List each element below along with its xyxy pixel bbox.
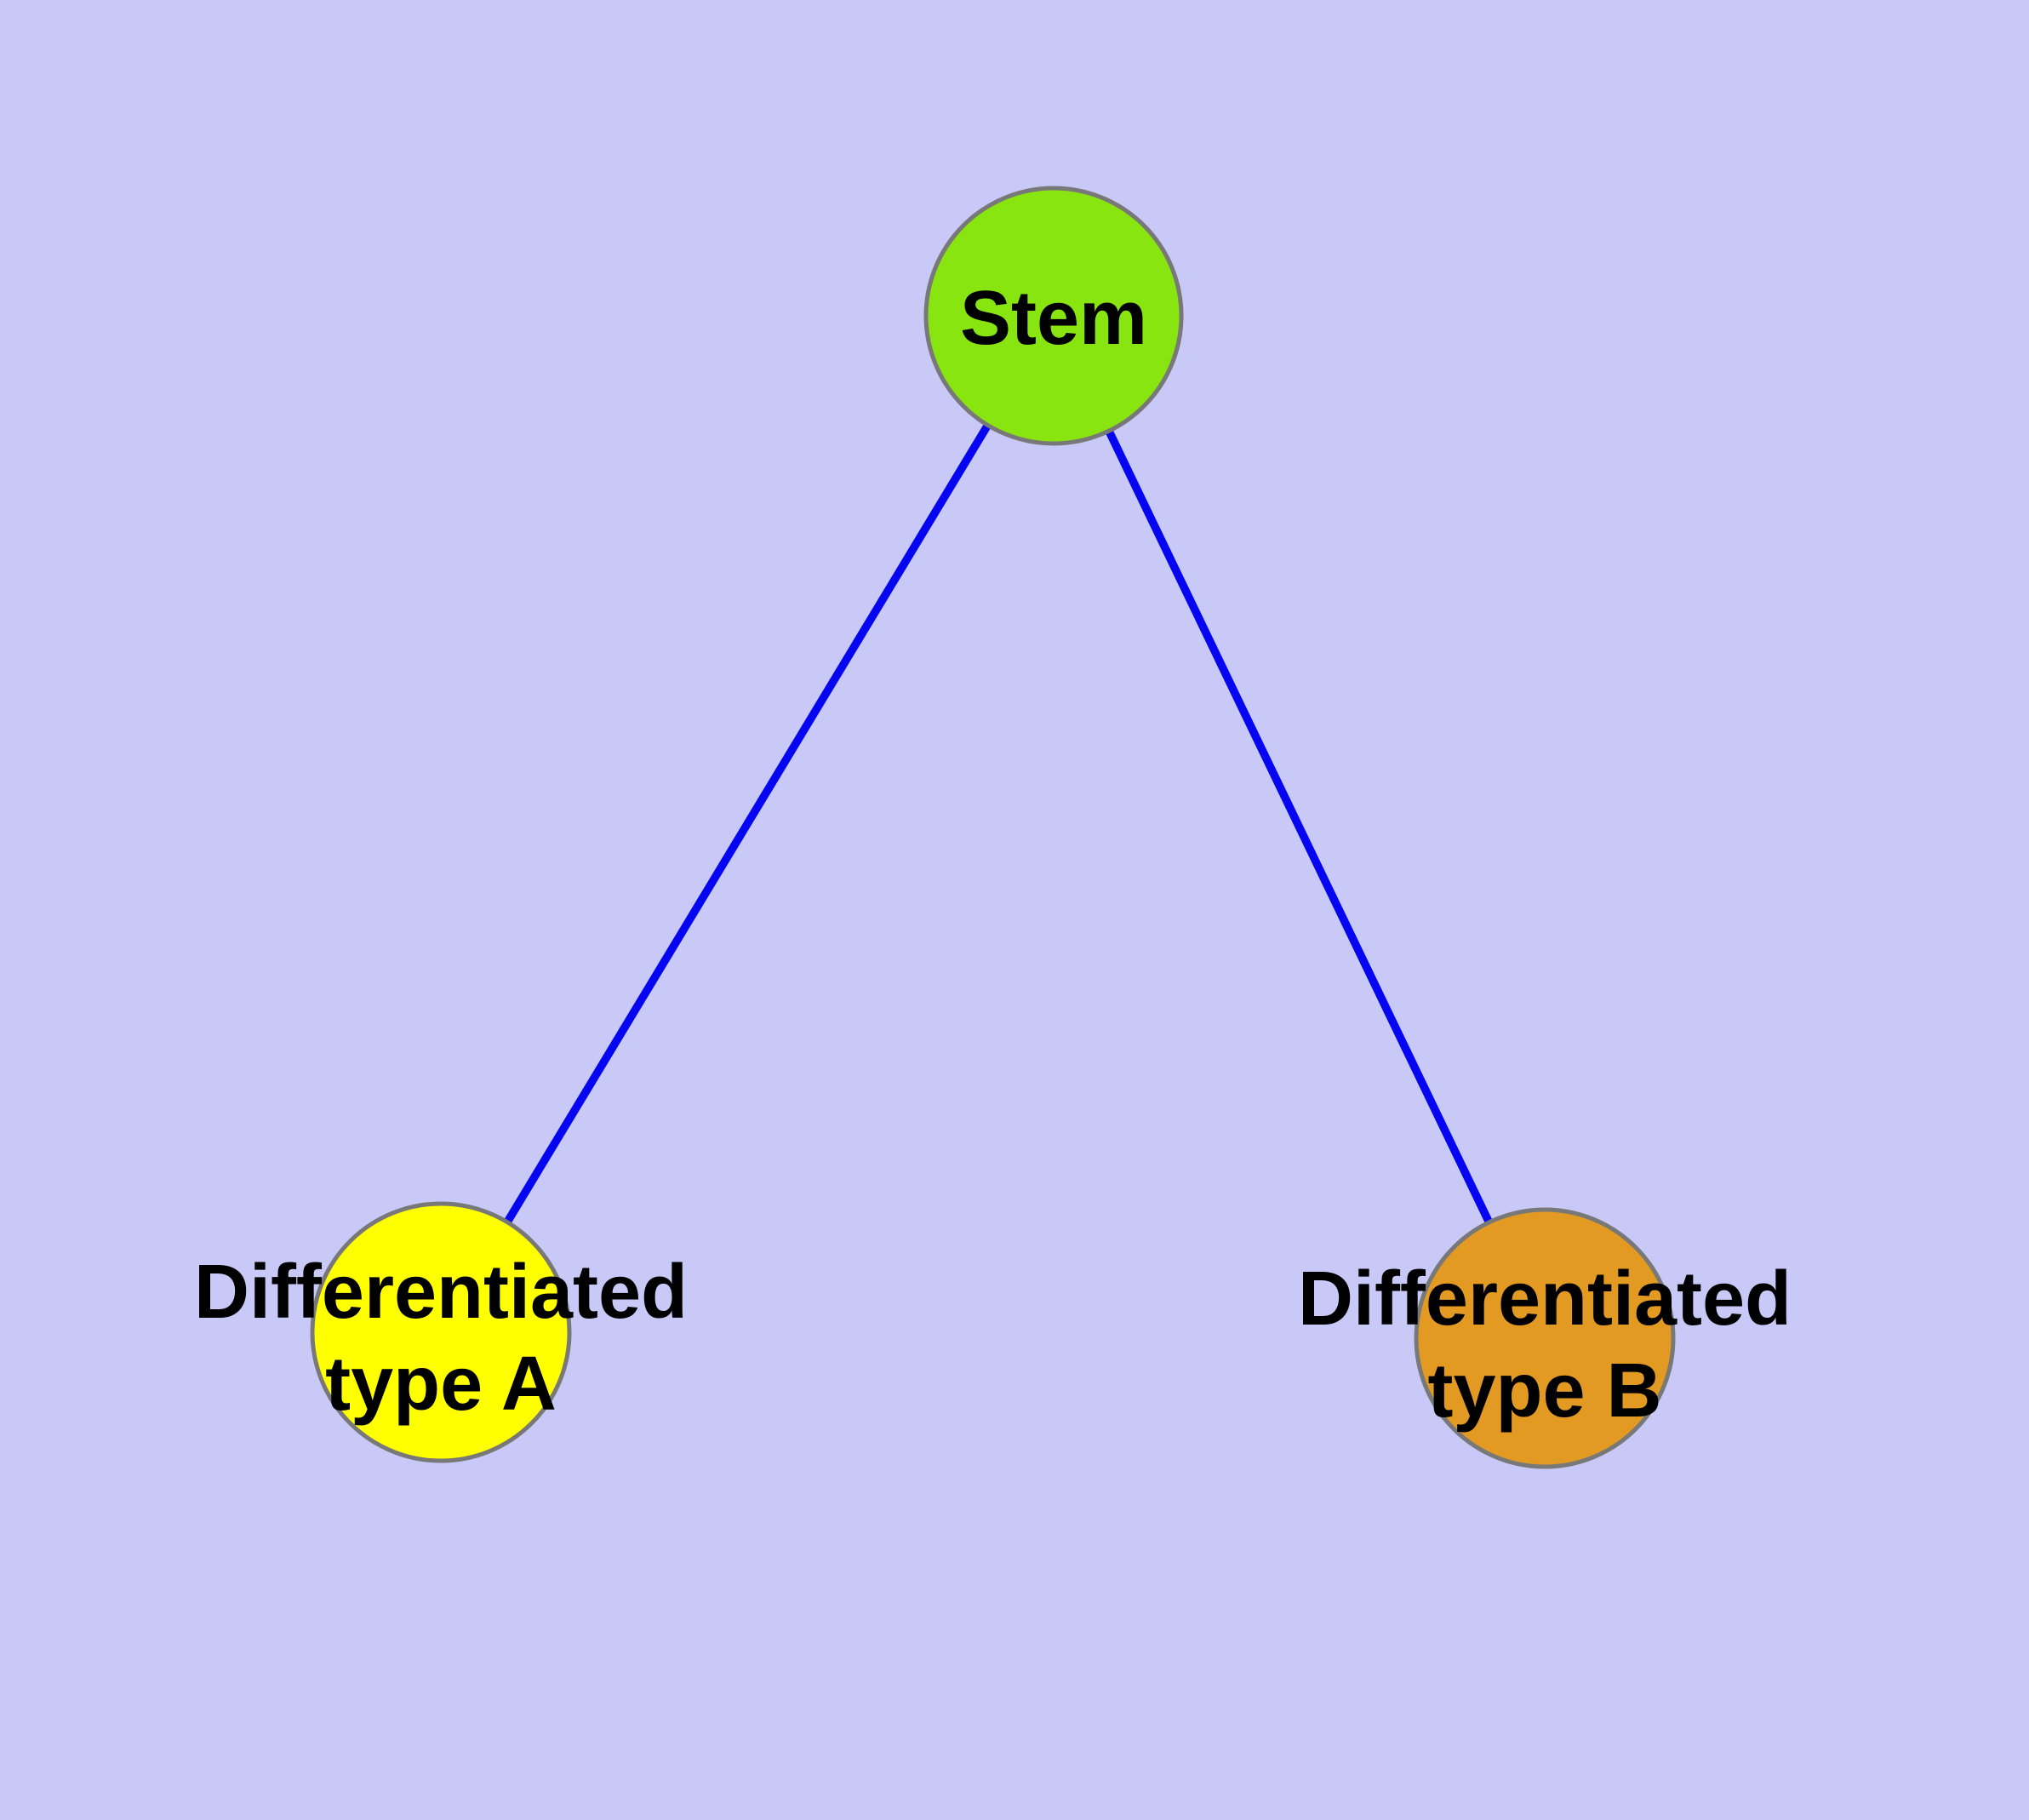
- node-differentiated-type-a: [310, 1201, 572, 1463]
- edge-stem-to-type-a: [437, 313, 1058, 1335]
- node-type-a-label-line2: type A: [325, 1342, 557, 1427]
- node-differentiated-type-b: [1414, 1207, 1676, 1469]
- node-type-b-label-line1: Differentiated: [1298, 1256, 1792, 1342]
- edge-stem-to-type-b: [1049, 313, 1549, 1341]
- node-stem-label: Stem: [960, 276, 1147, 361]
- node-type-a-label-line1: Differentiated: [194, 1250, 688, 1335]
- node-stem: [923, 186, 1184, 446]
- node-type-b-label-line2: type B: [1427, 1348, 1661, 1434]
